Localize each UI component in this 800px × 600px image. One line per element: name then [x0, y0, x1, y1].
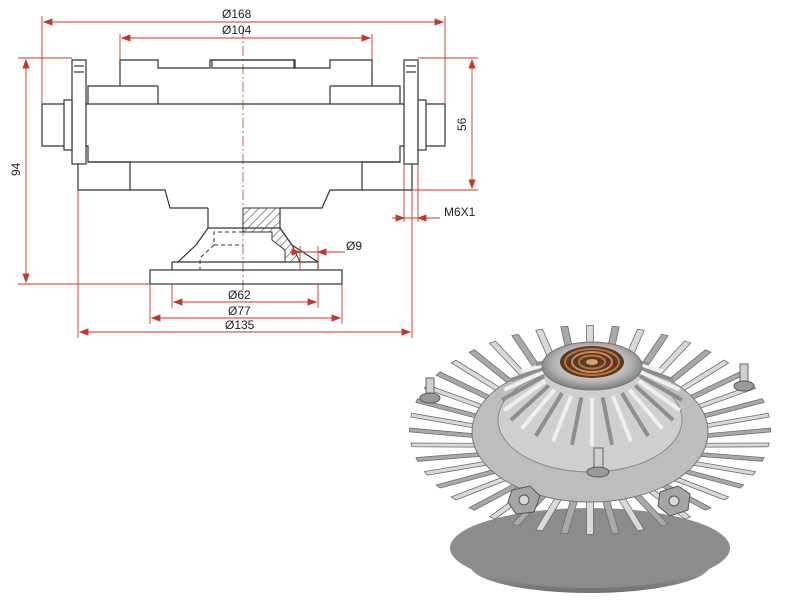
hub-fin	[503, 379, 547, 412]
hidden-lines	[199, 231, 243, 270]
product-photo	[409, 325, 771, 593]
dimension-lines	[18, 16, 478, 338]
hub-fin	[600, 397, 614, 446]
hub-fin	[520, 388, 557, 430]
hub-fin	[639, 374, 683, 402]
photo-stud-left	[419, 377, 441, 404]
dim-h94-label: 94	[9, 162, 23, 176]
hub-fin	[551, 395, 574, 443]
dim-d77-label: Ø77	[228, 304, 251, 318]
hub-fin	[633, 384, 675, 422]
dim-thread-label: M6X1	[444, 205, 476, 219]
stud-right	[403, 59, 427, 165]
hub-fin	[627, 388, 664, 430]
section-hatch	[242, 207, 301, 263]
dim-d62-label: Ø62	[228, 288, 251, 302]
body-outline	[41, 59, 446, 285]
hub-fin	[637, 379, 681, 412]
photo-nut-left	[507, 485, 541, 515]
photo-stud-center	[586, 447, 610, 478]
hub-fin	[534, 392, 564, 438]
hub-fin	[503, 369, 547, 392]
hub-fin	[637, 369, 681, 392]
dim-d9-label: Ø9	[346, 239, 362, 253]
technical-drawing: Ø168 Ø104 94 56 M6X1 Ø9 Ø62 Ø77 Ø135	[9, 7, 478, 338]
photo-nut-right	[657, 485, 691, 517]
hub-fin	[570, 397, 584, 446]
dimension-labels: Ø168 Ø104 94 56 M6X1 Ø9 Ø62 Ø77 Ø135	[9, 7, 476, 332]
dim-d104-label: Ø104	[222, 23, 252, 37]
bimetal-coil	[560, 346, 624, 378]
hub-fin	[610, 395, 633, 443]
dim-h56-label: 56	[455, 117, 469, 131]
photo-stud-right	[733, 363, 755, 392]
hub-fin	[620, 392, 650, 438]
dim-d135-label: Ø135	[225, 318, 255, 332]
stud-left	[63, 59, 87, 165]
hub-fin	[509, 384, 551, 422]
hub-fin	[501, 374, 545, 402]
dim-d168-label: Ø168	[222, 7, 252, 21]
